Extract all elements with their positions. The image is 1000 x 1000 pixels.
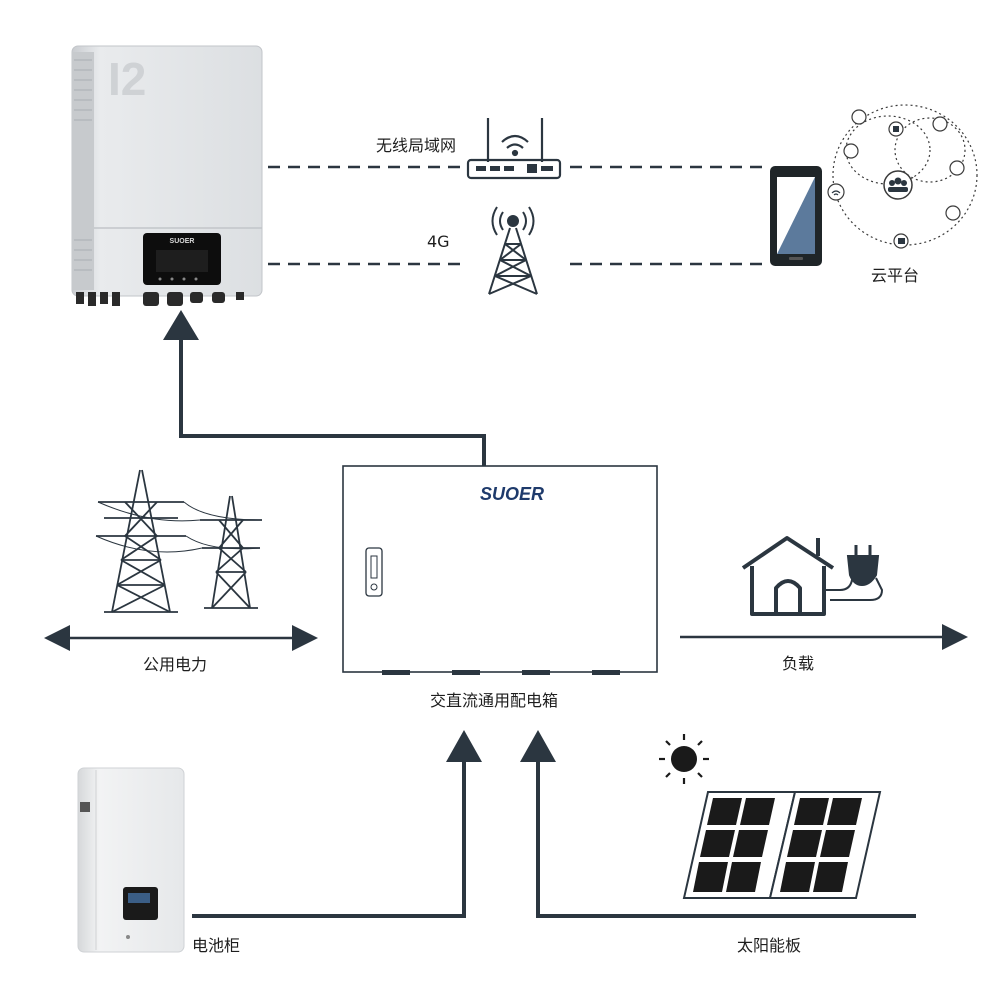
cellular-label: 4G <box>427 232 450 251</box>
distribution-cabinet: SUOER <box>342 465 658 675</box>
battery-cabinet <box>77 767 185 953</box>
cloud-platform-icon <box>827 104 978 249</box>
load-arrowhead <box>942 624 968 650</box>
battery-arrowhead <box>446 730 482 762</box>
plug-icon <box>826 545 884 601</box>
phone-icon <box>770 166 822 266</box>
cloud-platform-label: 云平台 <box>871 266 920 285</box>
grid-arrowhead-right <box>292 625 318 651</box>
router-icon <box>466 118 562 180</box>
solar-arrowhead <box>520 730 556 762</box>
battery-label: 电池柜 <box>192 936 241 955</box>
solar-panel-icon <box>682 791 882 899</box>
grid-arrowhead-left <box>44 625 70 651</box>
inverter-brand: SUOER <box>170 238 195 245</box>
cabinet-brand: SUOER <box>480 484 544 504</box>
cell-tower-icon <box>488 206 538 295</box>
battery-to-cabinet-line <box>192 760 466 918</box>
inverter: I2 SUOER <box>71 45 263 306</box>
house-icon <box>741 536 835 616</box>
cabinet-label: 交直流通用配电箱 <box>430 691 559 710</box>
load-label: 负载 <box>782 654 815 673</box>
inverter-arrowhead <box>163 310 199 340</box>
wifi-label: 无线局域网 <box>376 136 457 155</box>
cabinet-handle <box>365 547 383 597</box>
grid-label: 公用电力 <box>143 655 208 674</box>
cabinet-to-inverter-line <box>179 338 486 466</box>
inverter-model-mark: I2 <box>108 53 146 105</box>
solar-to-cabinet-line <box>536 760 916 918</box>
solar-label: 太阳能板 <box>737 936 802 955</box>
grid-towers-icon <box>95 469 263 613</box>
sun-icon <box>659 734 709 784</box>
